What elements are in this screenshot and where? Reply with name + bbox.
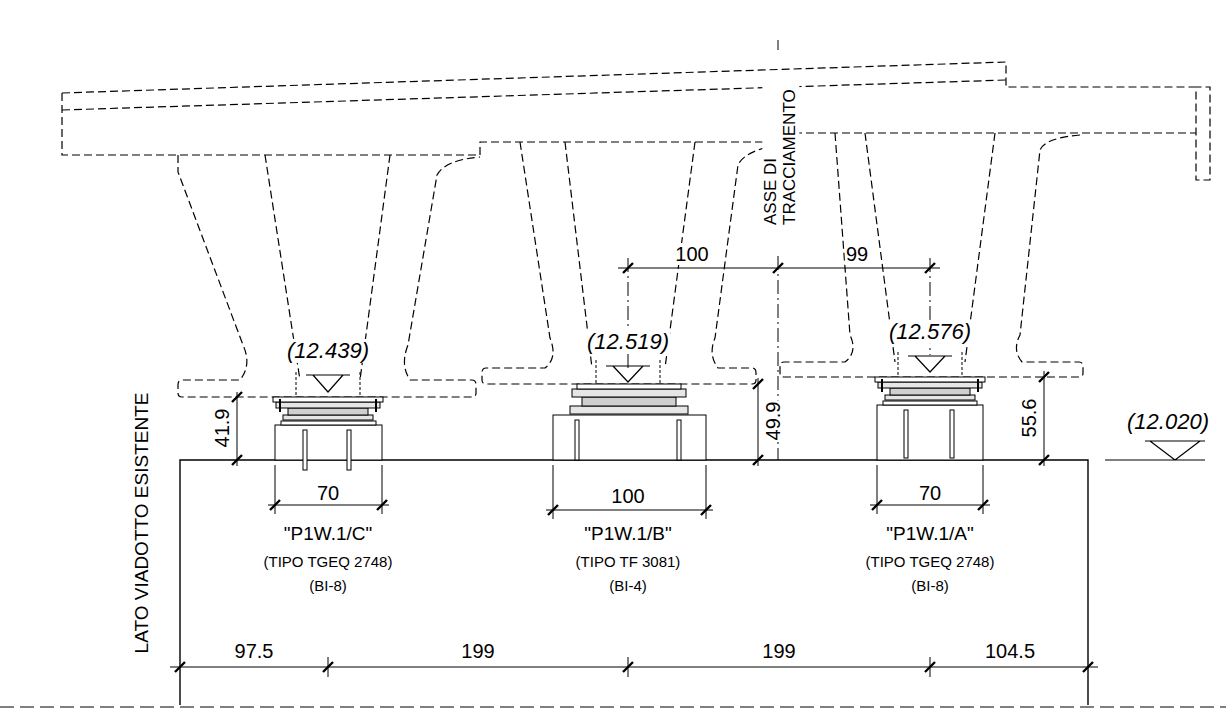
dimension: 99 [845, 243, 869, 265]
anchor-rod [303, 430, 307, 470]
plinth-ledge [883, 401, 977, 405]
dim-line [268, 505, 389, 506]
sole-plate [273, 397, 383, 402]
top-plate [276, 402, 380, 408]
bearing-b [553, 360, 706, 460]
plinth-ledge [281, 421, 376, 425]
anchor-rod [950, 410, 954, 458]
deck-pavement [62, 80, 1006, 110]
base-plate [570, 406, 688, 414]
bearing-c [273, 372, 383, 470]
base-plate [283, 415, 373, 420]
bearing-id: "P1W.1/C" [283, 524, 373, 545]
dimension: 49.9 [762, 401, 784, 442]
deck-slab-bottom [62, 93, 1196, 155]
dimension: 41.9 [211, 408, 233, 449]
anchor-rod [575, 420, 579, 460]
bearing-id: "P1W.1/A" [885, 524, 974, 545]
plinth [275, 425, 382, 460]
pier-cap-outline [180, 460, 1088, 705]
dim-line [546, 510, 713, 511]
dimension: 199 [761, 640, 796, 662]
dimension: 100 [610, 485, 645, 507]
dimension: 70 [316, 482, 340, 504]
plinth [553, 415, 706, 460]
tick [232, 392, 242, 465]
dimension: 104.5 [984, 640, 1036, 662]
girder-c [178, 155, 480, 397]
girder-c-web [265, 155, 390, 380]
dim-line [758, 378, 759, 466]
deck-slab-top [62, 62, 1210, 180]
tick [175, 662, 1093, 672]
side-label: LATO VIADOTTO ESISTENTE [132, 392, 153, 655]
plinth [877, 405, 983, 460]
level-value: (12.020) [1126, 410, 1210, 434]
bearing-type: (TIPO TF 3081) [575, 554, 682, 571]
girder-b [482, 142, 780, 384]
sole-plate [875, 377, 985, 382]
dimension: 199 [460, 640, 495, 662]
pier-cap [0, 460, 1226, 707]
bearing-ref: (BI-4) [608, 578, 648, 595]
anchor-rod [347, 430, 351, 470]
level-triangle [1105, 441, 1205, 460]
anchor-rod [904, 410, 908, 458]
level-value: (12.519) [586, 330, 670, 354]
level-triangle [306, 375, 350, 392]
dim-line [237, 392, 238, 466]
bolt [280, 399, 376, 412]
alignment-axis [778, 40, 779, 50]
stud [596, 360, 660, 384]
cut-line [0, 707, 1226, 708]
level-marks [306, 356, 1205, 460]
bearing-body [288, 408, 368, 415]
bearing-axis [628, 258, 629, 372]
tick [623, 263, 935, 273]
dimension-lines [170, 268, 1098, 677]
dimension: 55.6 [1018, 398, 1040, 439]
top-plate [572, 389, 686, 397]
dimension: 70 [918, 482, 942, 504]
girder-a-web [865, 133, 995, 362]
bearing-ref: (BI-8) [910, 578, 950, 595]
base-plate [885, 395, 975, 400]
dim-line [1044, 371, 1045, 466]
tick [1039, 372, 1049, 465]
level-value: (12.439) [286, 339, 370, 363]
dimension: 100 [674, 243, 709, 265]
sole-plate [577, 384, 681, 389]
level-triangle [606, 366, 650, 382]
level-triangle [908, 356, 952, 372]
stud [296, 372, 360, 397]
bearing-ref: (BI-8) [308, 578, 348, 595]
stud [898, 352, 962, 377]
top-plate [878, 382, 982, 388]
bearing-a [875, 352, 985, 460]
bearing-type: (TIPO TGEQ 2748) [263, 554, 394, 571]
anchor-rod [677, 420, 681, 460]
bearing-id: "P1W.1/B" [583, 524, 672, 545]
axis-label: ASSE DI TRACCIAMENTO [762, 74, 799, 226]
dim-line [170, 667, 1098, 668]
girder-a [780, 133, 1083, 377]
dimension: 97.5 [234, 640, 275, 662]
deck-outline [62, 62, 1210, 397]
bearing-type: (TIPO TGEQ 2748) [865, 554, 996, 571]
bearing-body [890, 388, 970, 395]
bolt [882, 379, 978, 392]
dim-ticks [175, 263, 1093, 672]
dim-line [870, 505, 990, 506]
bearing-body [582, 397, 676, 406]
level-value: (12.576) [888, 320, 972, 344]
